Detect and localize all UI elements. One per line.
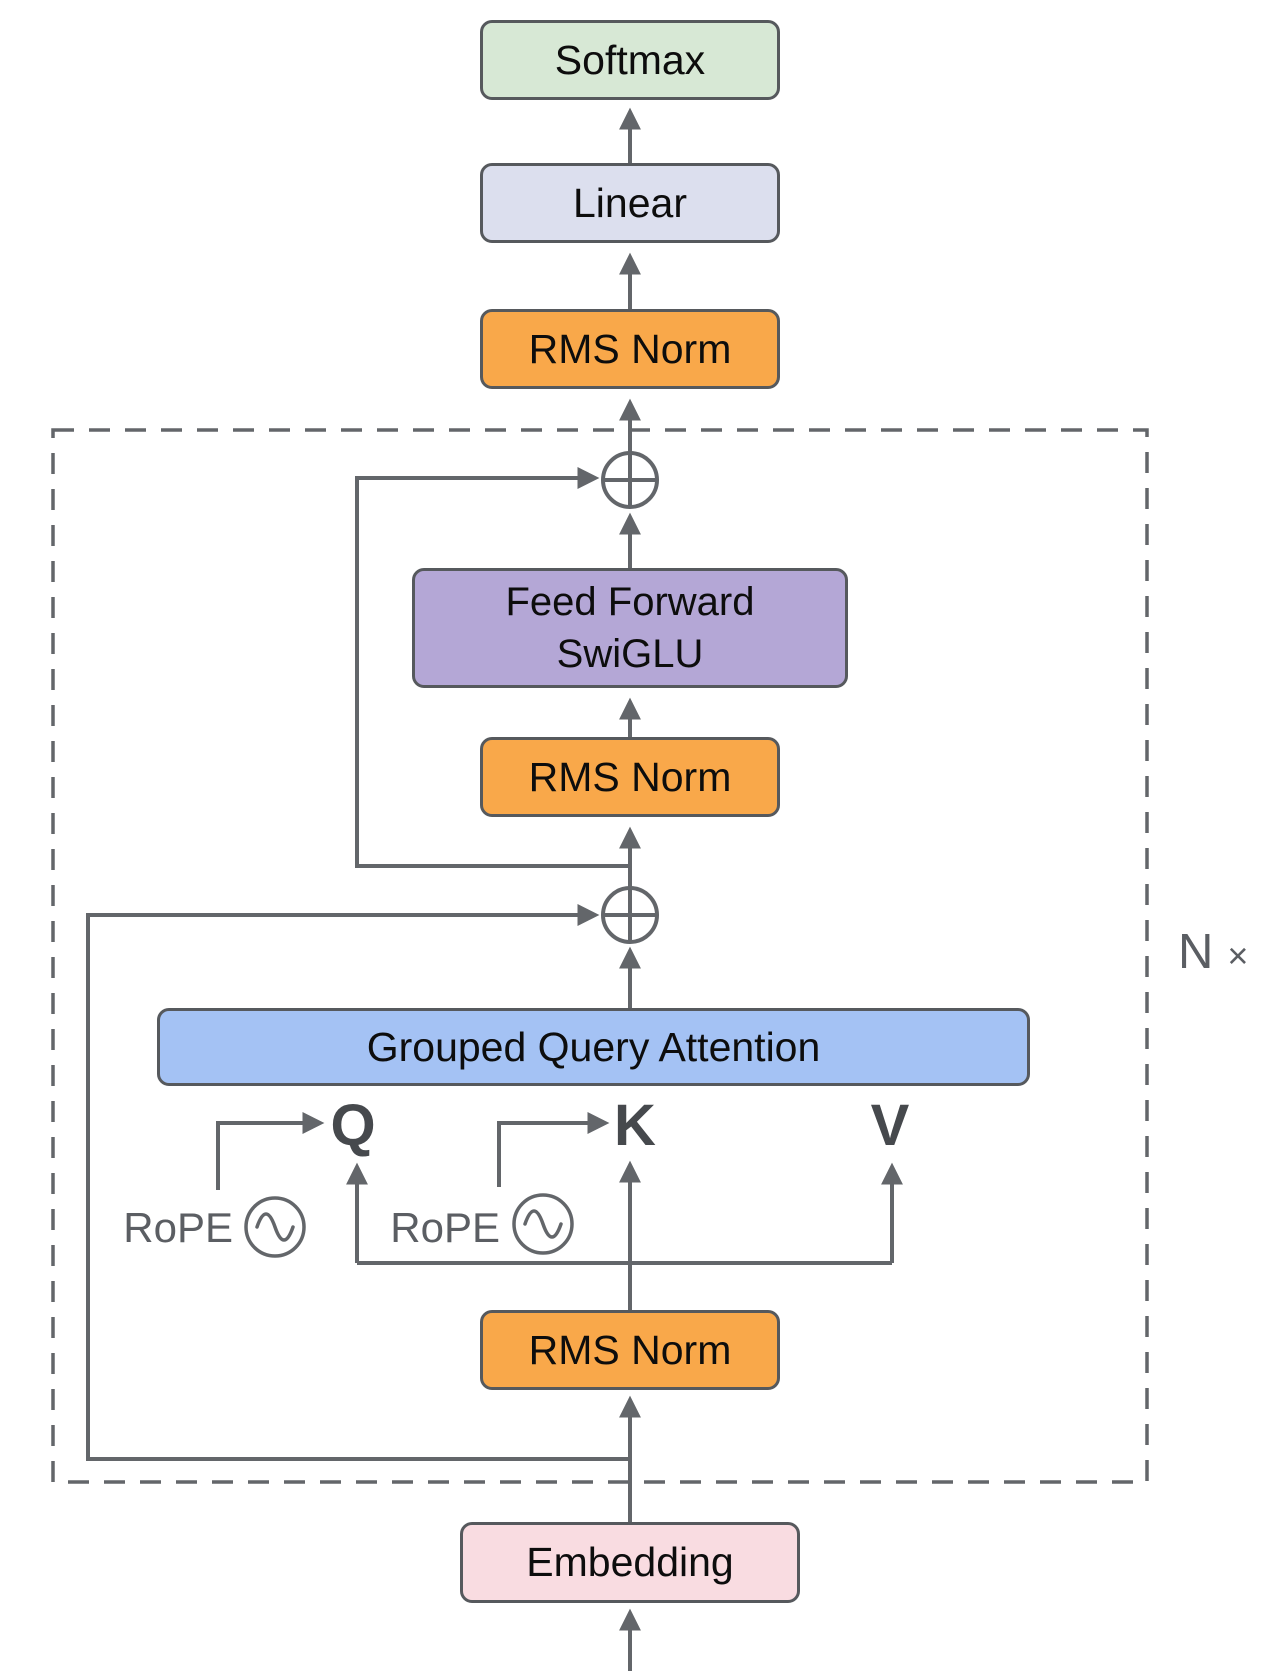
embedding-block: Embedding: [460, 1522, 800, 1603]
rope-to-q-arrow: [216, 1112, 325, 1190]
softmax-block: Softmax: [480, 20, 780, 100]
ffn-residual-connector: [355, 467, 630, 868]
v-label: V: [870, 1092, 910, 1158]
linear-block: Linear: [480, 163, 780, 243]
q-label: Q: [330, 1092, 376, 1158]
k-label: K: [614, 1092, 656, 1158]
attention-residual-connector: [86, 904, 630, 1461]
rope-k-label: RoPE: [390, 1204, 500, 1251]
repeat-count-label: N ×: [1178, 924, 1248, 980]
feed-forward-swiglu-block: Feed Forward SwiGLU: [412, 568, 848, 688]
rope-to-k-arrow: [497, 1112, 610, 1187]
rms-norm-final-block: RMS Norm: [480, 309, 780, 389]
repeat-n: N: [1178, 925, 1214, 979]
rope-k-sine-wave-icon: [512, 1193, 574, 1255]
multiply-symbol: ×: [1227, 935, 1249, 976]
flow-arrows: [86, 107, 903, 1671]
feed-forward-label-line1: Feed Forward: [505, 580, 755, 624]
rope-q-sine-wave-icon: [244, 1196, 306, 1258]
rms-norm-pre-ffn-block: RMS Norm: [480, 737, 780, 817]
rope-q-label: RoPE: [123, 1204, 233, 1251]
rms-norm-pre-attention-block: RMS Norm: [480, 1310, 780, 1390]
transformer-layer-dashed-box: [51, 428, 1149, 1484]
feed-forward-label-line2: SwiGLU: [556, 632, 704, 676]
ffn-residual-add plus-circle-icon: [601, 451, 659, 509]
grouped-query-attention-block: Grouped Query Attention: [157, 1008, 1030, 1086]
attention-residual-add plus-circle-icon: [601, 886, 659, 944]
